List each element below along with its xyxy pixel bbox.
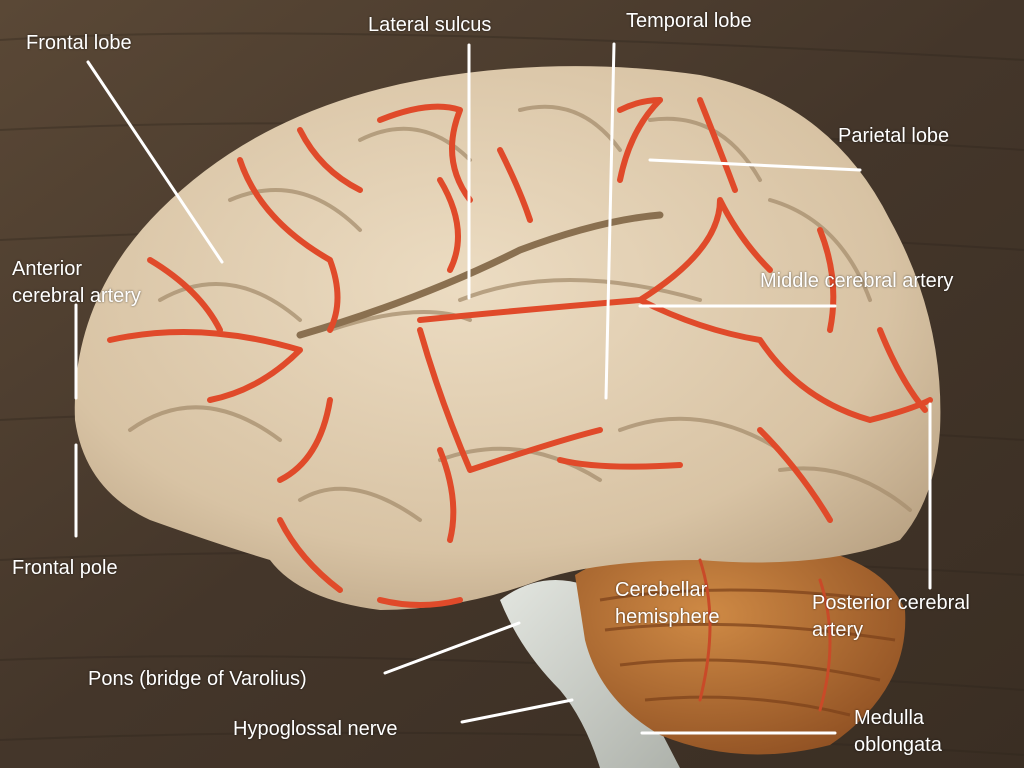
cerebellum-folia xyxy=(599,588,896,717)
label-posterior-cerebral-artery-line2: artery xyxy=(812,619,864,641)
brainstem xyxy=(500,580,680,768)
label-anterior-cerebral-artery: Anterior cerebral artery xyxy=(12,256,187,310)
label-posterior-cerebral-artery: Posterior cerebral artery xyxy=(812,590,1017,644)
label-lateral-sulcus: Lateral sulcus xyxy=(368,14,492,36)
label-medulla-oblongata: Medulla oblongata xyxy=(854,705,1004,759)
leader-parietal-lobe xyxy=(648,158,862,172)
leader-lines xyxy=(74,42,932,735)
label-frontal-pole: Frontal pole xyxy=(12,557,118,579)
leader-hypoglossal-nerve xyxy=(460,698,574,724)
lateral-sulcus-groove xyxy=(296,211,664,339)
label-hypoglossal-nerve: Hypoglossal nerve xyxy=(233,718,398,740)
label-cerebellar-hemisphere-line1: Cerebellar xyxy=(615,579,708,601)
cerebellum-arteries xyxy=(698,558,832,712)
label-medulla-oblongata-line1: Medulla xyxy=(854,707,925,729)
label-posterior-cerebral-artery-line1: Posterior cerebral xyxy=(812,592,970,614)
label-anterior-cerebral-artery-line1: Anterior xyxy=(12,258,83,280)
label-anterior-cerebral-artery-line2: cerebral artery xyxy=(12,285,141,307)
label-parietal-lobe: Parietal lobe xyxy=(838,125,950,147)
label-cerebellar-hemisphere: Cerebellar hemisphere xyxy=(615,577,765,631)
label-medulla-oblongata-line2: oblongata xyxy=(854,734,942,756)
label-cerebellar-hemisphere-line2: hemisphere xyxy=(615,606,720,628)
leader-pons xyxy=(383,621,521,675)
label-pons: Pons (bridge of Varolius) xyxy=(88,668,307,690)
sulci xyxy=(128,104,912,522)
leader-temporal-lobe xyxy=(604,42,616,400)
label-frontal-lobe: Frontal lobe xyxy=(26,32,132,54)
leader-frontal-lobe xyxy=(86,60,224,264)
label-temporal-lobe: Temporal lobe xyxy=(626,10,752,32)
arteries xyxy=(107,97,933,608)
label-middle-cerebral-artery: Middle cerebral artery xyxy=(760,270,954,292)
